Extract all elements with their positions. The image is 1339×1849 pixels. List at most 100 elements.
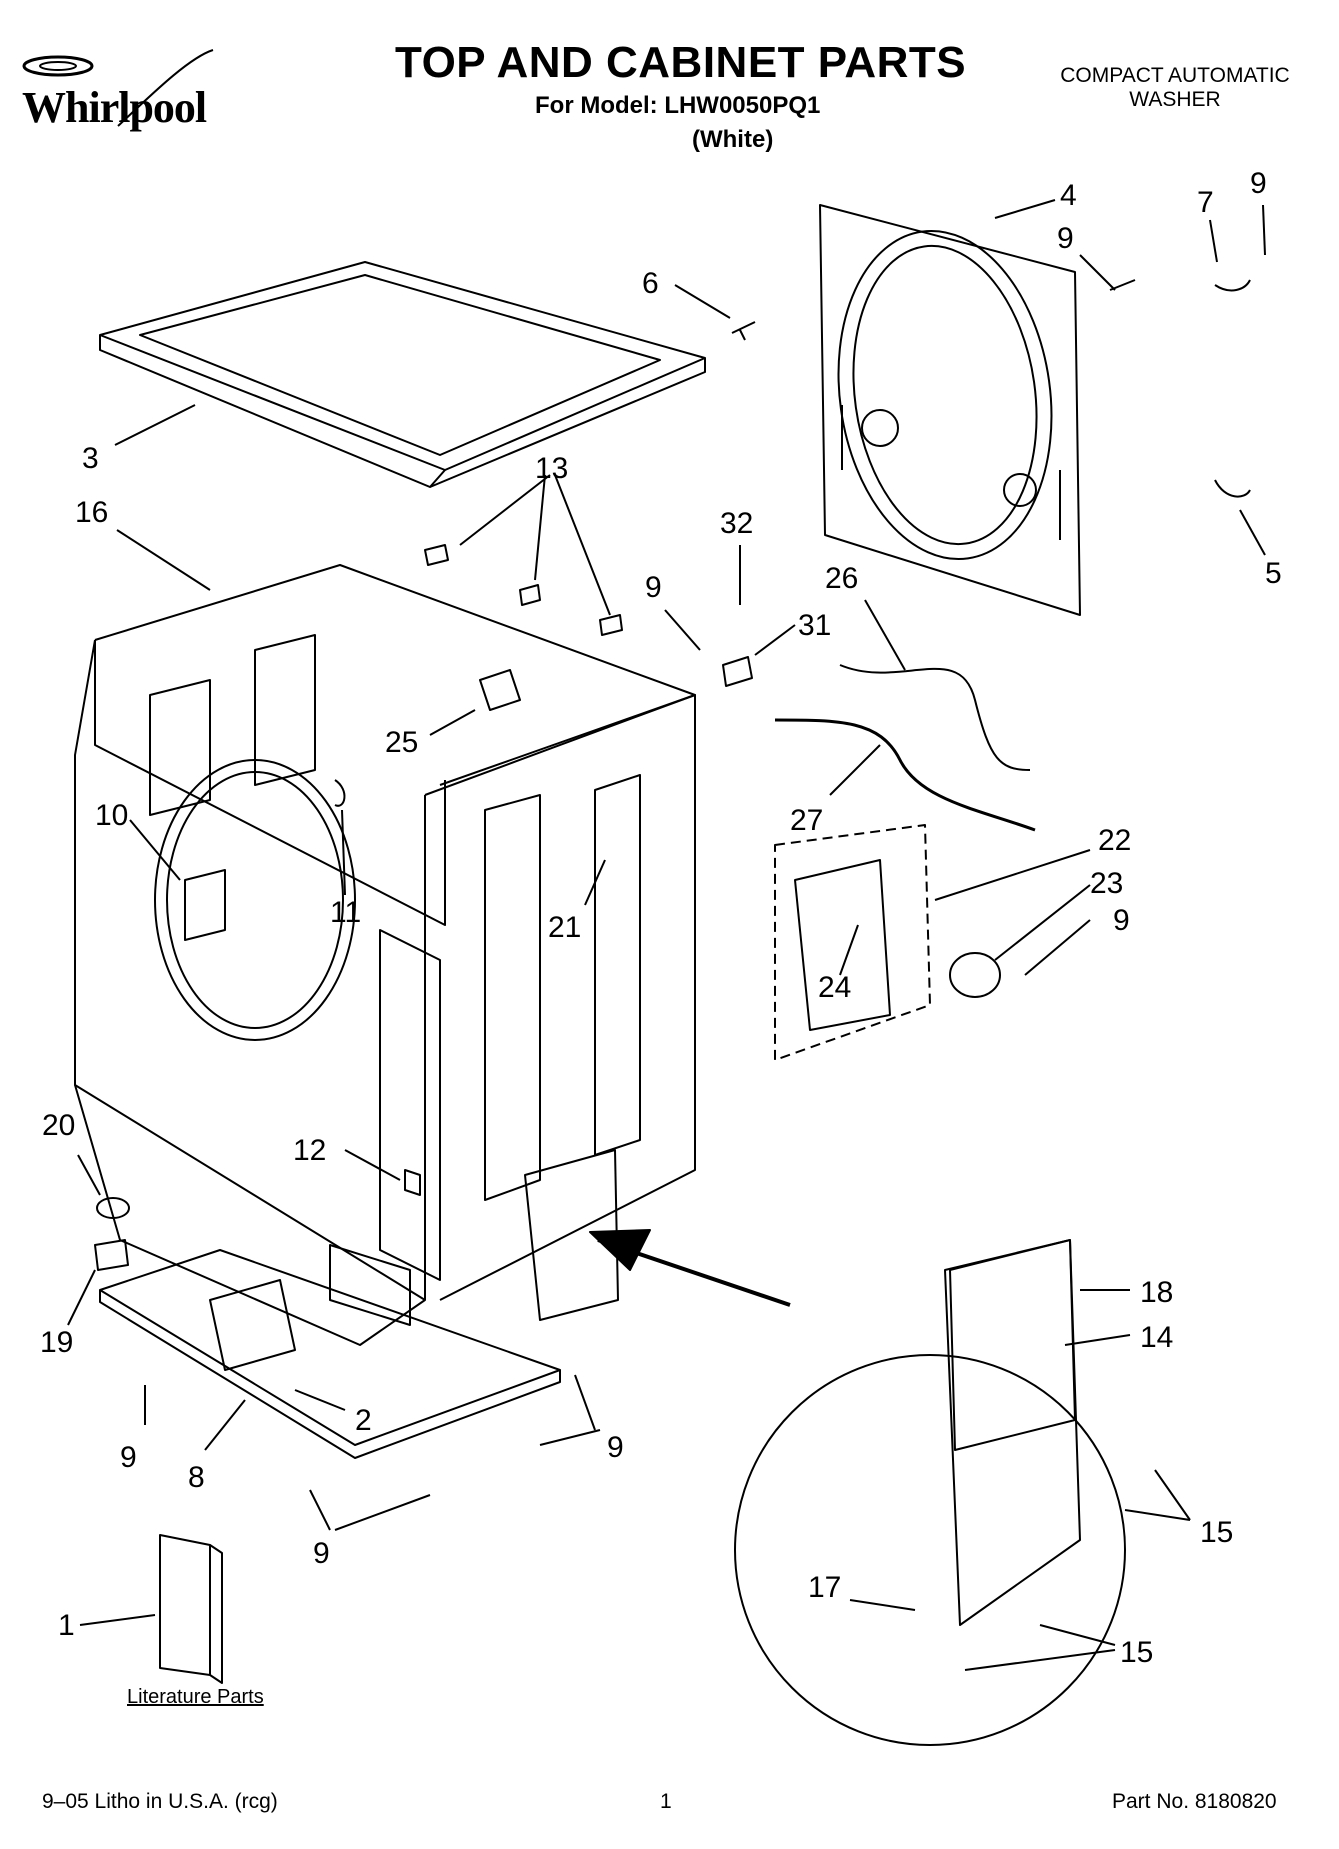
callout-12: 12 (293, 1134, 326, 1167)
handle-part-10 (184, 869, 226, 941)
callout-27: 27 (790, 804, 823, 837)
leader-27 (829, 744, 881, 796)
literature-booklet (159, 1534, 223, 1684)
callout-23: 23 (1090, 867, 1123, 900)
leader-5 (1239, 509, 1266, 556)
callout-8: 8 (188, 1461, 205, 1494)
callout-6: 6 (642, 267, 659, 300)
hinge-part-12 (404, 1169, 421, 1196)
leader-25 (429, 709, 476, 736)
callout-1: 1 (58, 1609, 75, 1642)
top-panel (99, 261, 706, 488)
leader-31 (754, 624, 796, 656)
control-board (794, 859, 891, 1031)
callout-26: 26 (825, 562, 858, 595)
callout-9b: 9 (1250, 167, 1267, 200)
color-variant: (White) (692, 126, 774, 153)
clamp-part-5 (1214, 479, 1251, 498)
callout-15b: 15 (1120, 1636, 1153, 1669)
leader-9d (1024, 919, 1091, 976)
leader-22 (934, 849, 1091, 901)
leader-14 (1064, 1334, 1131, 1346)
callout-32: 32 (720, 507, 753, 540)
callout-22: 22 (1098, 824, 1131, 857)
leader-4 (994, 199, 1056, 219)
callout-15a: 15 (1200, 1516, 1233, 1549)
product-type-line-2: WASHER (1129, 88, 1221, 111)
leader-2 (294, 1389, 346, 1411)
leader-15d (964, 1649, 1116, 1671)
literature-parts-label: Literature Parts (127, 1686, 264, 1708)
whirlpool-logo (22, 49, 214, 127)
callout-16: 16 (75, 496, 108, 529)
leader-9i (334, 1494, 431, 1531)
leader-9b (1262, 204, 1266, 256)
callout-17: 17 (808, 1571, 841, 1604)
part-number: Part No. 8180820 (1112, 1790, 1277, 1813)
control-assembly-box (774, 824, 931, 1061)
brand-logo-text: Whirlpool (22, 83, 207, 132)
leader-6 (674, 284, 731, 319)
leader-24 (839, 924, 859, 976)
base-plate (99, 1249, 561, 1459)
product-type: COMPACT AUTOMATIC WASHER (1040, 64, 1310, 112)
leader-20 (77, 1154, 101, 1196)
callout-4: 4 (1060, 179, 1077, 212)
leader-9g (539, 1429, 601, 1446)
strain-relief-part-11 (334, 779, 346, 807)
leader-13a (459, 474, 551, 546)
callout-2: 2 (355, 1404, 372, 1437)
product-type-line-1: COMPACT AUTOMATIC (1060, 64, 1290, 87)
foot-part-19 (94, 1239, 129, 1271)
leader-3 (114, 404, 196, 446)
leader-9c (664, 609, 701, 651)
callout-5: 5 (1265, 557, 1282, 590)
callout-9d: 9 (1113, 904, 1130, 937)
callout-10: 10 (95, 799, 128, 832)
leader-10 (129, 819, 181, 881)
leader-15b (1124, 1509, 1191, 1521)
tie-part-13b (519, 584, 541, 606)
leader-26 (864, 599, 906, 671)
model-line: For Model: LHW0050PQ1 (535, 92, 821, 119)
detail-control-board (949, 1239, 1076, 1451)
leader-8 (204, 1399, 246, 1451)
tie-part-13a (424, 544, 449, 566)
detail-pointer-arrowhead (589, 1229, 651, 1271)
leader-15a (1154, 1469, 1191, 1521)
callout-9f: 9 (607, 1431, 624, 1464)
callout-18: 18 (1140, 1276, 1173, 1309)
leader-7 (1209, 219, 1218, 263)
leader-9a (1079, 254, 1116, 291)
callout-9c: 9 (645, 571, 662, 604)
power-cord (839, 664, 1031, 771)
print-info: 9–05 Litho in U.S.A. (rcg) (42, 1790, 278, 1813)
page-title: TOP AND CABINET PARTS (395, 38, 967, 87)
callout-25: 25 (385, 726, 418, 759)
pressure-switch (949, 952, 1001, 998)
callout-9e: 9 (120, 1441, 137, 1474)
detail-view-circle (734, 1354, 1126, 1746)
page-number: 1 (660, 1790, 672, 1813)
leader-21 (584, 859, 606, 906)
callout-24: 24 (818, 971, 851, 1004)
leader-19 (67, 1269, 96, 1326)
callout-14: 14 (1140, 1321, 1173, 1354)
callout-3: 3 (82, 442, 99, 475)
detail-bracket (944, 1239, 1081, 1626)
leader-13c (554, 474, 611, 616)
callout-31: 31 (798, 609, 831, 642)
leader-17 (849, 1599, 916, 1611)
nut-part-20 (96, 1197, 130, 1219)
leader-15c (1039, 1624, 1116, 1646)
callout-20: 20 (42, 1109, 75, 1142)
clip-part-7 (1214, 279, 1251, 292)
callout-21: 21 (548, 911, 581, 944)
leader-9f (574, 1374, 596, 1431)
wire-harness (774, 718, 1036, 832)
leader-9h (309, 1489, 331, 1531)
callout-13: 13 (535, 452, 568, 485)
callout-9g: 9 (313, 1537, 330, 1570)
tie-part-13c (599, 614, 623, 636)
